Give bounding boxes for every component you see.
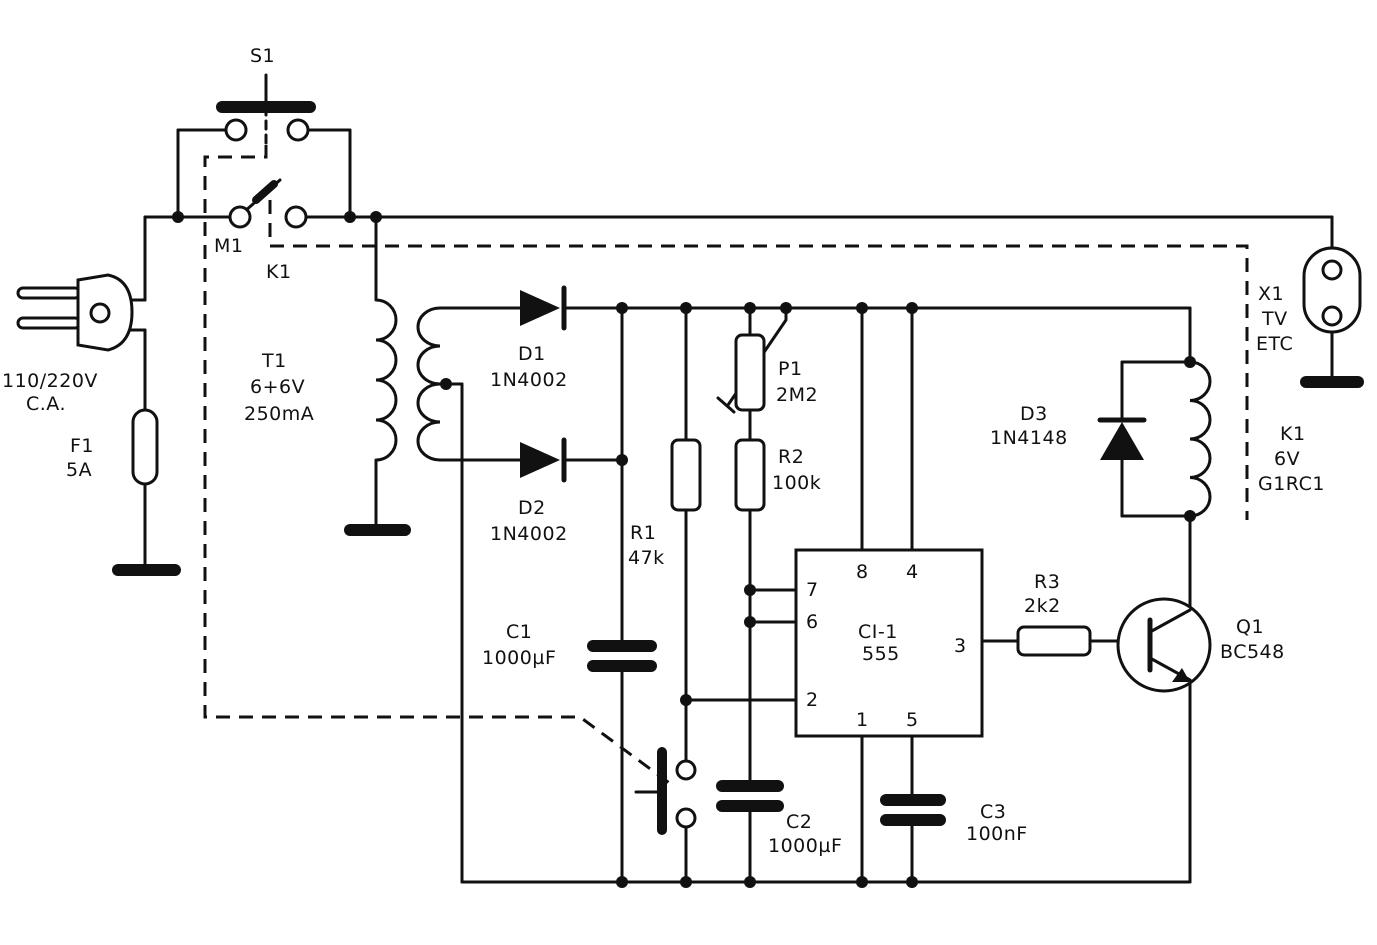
relay-coil-k1 — [1189, 360, 1212, 518]
mains-plug — [16, 273, 134, 352]
label-pin1: 1 — [856, 709, 869, 731]
junction-dots — [172, 211, 1196, 888]
label-d3-name: D3 — [1020, 403, 1048, 425]
label-s1: S1 — [250, 45, 275, 67]
capacitor-c1 — [587, 640, 657, 672]
label-c3-value: 100nF — [966, 823, 1028, 845]
label-c1-value: 1000µF — [482, 647, 556, 669]
label-t1-name: T1 — [261, 350, 287, 372]
label-d2-part: 1N4002 — [490, 523, 568, 545]
label-q1-part: BC548 — [1220, 641, 1285, 663]
label-ic-name: CI-1 — [858, 621, 898, 643]
label-r3-value: 2k2 — [1024, 595, 1061, 617]
label-k1-contact: K1 — [266, 261, 292, 283]
label-x1-name: X1 — [1258, 283, 1284, 305]
mechanical-linkage — [203, 145, 1249, 787]
label-r1-value: 47k — [628, 547, 665, 569]
label-ic-part: 555 — [862, 643, 900, 665]
label-t1-voltage: 6+6V — [250, 376, 305, 398]
label-pin8: 8 — [856, 561, 869, 583]
label-r1-name: R1 — [630, 522, 656, 544]
label-k1-part: G1RC1 — [1258, 473, 1325, 495]
label-c2-name: C2 — [786, 811, 812, 833]
mains-wiring — [112, 73, 1364, 576]
label-f1-name: F1 — [70, 435, 94, 457]
label-c1-name: C1 — [506, 621, 532, 643]
label-d1-name: D1 — [518, 343, 546, 365]
label-pin2: 2 — [806, 689, 819, 711]
label-mains-voltage: 110/220V — [2, 370, 98, 392]
diode-d1 — [520, 285, 567, 331]
label-d2-name: D2 — [518, 497, 546, 519]
label-k1-name: K1 — [1280, 423, 1306, 445]
label-x1-line1: TV — [1261, 308, 1288, 330]
label-c2-value: 1000µF — [768, 835, 842, 857]
resistor-r2 — [734, 438, 766, 512]
diode-d2 — [520, 437, 567, 483]
dc-wiring — [460, 306, 1192, 884]
label-f1-value: 5A — [66, 459, 92, 481]
potentiometer-p1 — [734, 333, 766, 412]
label-d3-part: 1N4148 — [990, 427, 1068, 449]
label-pin7: 7 — [806, 579, 819, 601]
capacitor-c2 — [716, 780, 784, 812]
label-r2-name: R2 — [778, 446, 804, 468]
transistor-q1 — [1116, 597, 1212, 693]
resistor-r1 — [670, 438, 702, 512]
outlet-x1 — [1302, 246, 1362, 334]
label-m1: M1 — [214, 235, 243, 257]
label-pin6: 6 — [806, 611, 819, 633]
label-pin5: 5 — [906, 709, 919, 731]
pushbutton — [634, 747, 697, 835]
switch-contacts — [224, 118, 310, 229]
label-p1-name: P1 — [778, 358, 803, 380]
label-k1-voltage: 6V — [1274, 448, 1300, 470]
capacitor-c3 — [880, 794, 946, 826]
label-q1-name: Q1 — [1236, 616, 1264, 638]
label-t1-current: 250mA — [244, 403, 314, 425]
label-p1-value: 2M2 — [776, 384, 818, 406]
ic-555 — [794, 548, 984, 738]
label-pin3: 3 — [954, 635, 967, 657]
label-mains-type: C.A. — [26, 393, 66, 415]
label-r3-name: R3 — [1034, 571, 1060, 593]
label-x1-line2: ETC — [1256, 333, 1293, 355]
diode-d3 — [1097, 417, 1147, 460]
label-d1-part: 1N4002 — [490, 369, 568, 391]
label-c3-name: C3 — [980, 801, 1006, 823]
label-r2-value: 100k — [772, 472, 821, 494]
fuse-f1 — [131, 408, 159, 486]
resistor-r3 — [1016, 625, 1092, 657]
label-pin4: 4 — [906, 561, 919, 583]
component-labels: S1 M1 K1 110/220V C.A. F1 5A T1 6+6V 250… — [2, 45, 1325, 857]
